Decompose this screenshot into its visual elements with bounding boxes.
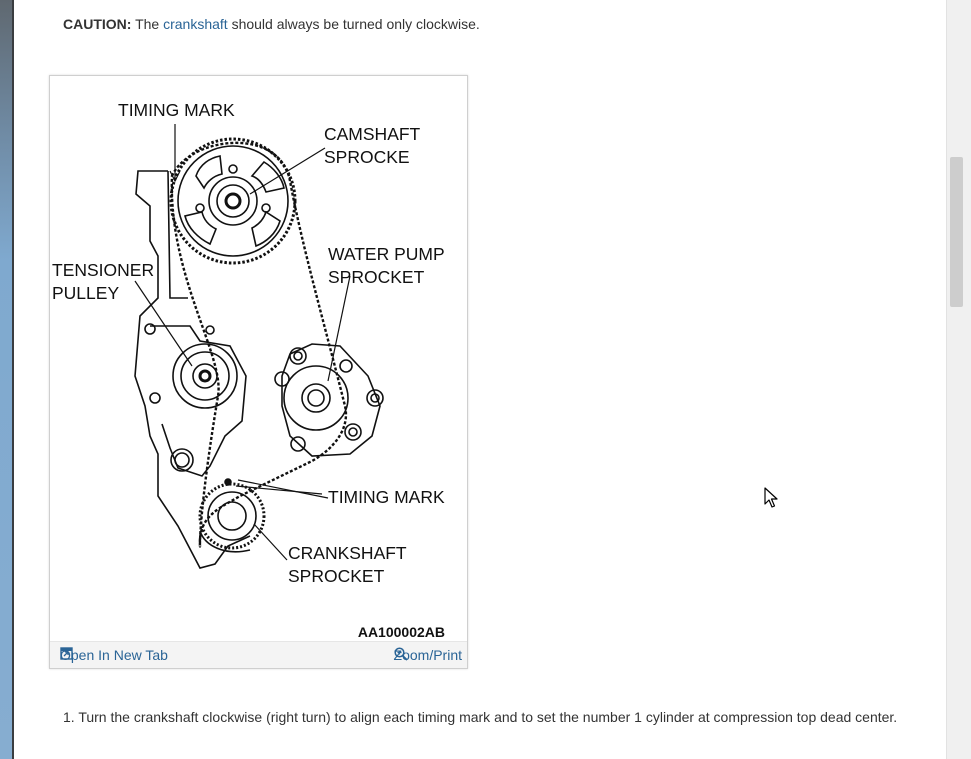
figure-toolbar: Open In New Tab Zoom/Print	[50, 641, 467, 668]
open-in-new-tab-label: Open In New Tab	[60, 647, 168, 663]
engine-block-inner	[167, 170, 188, 299]
content-page: CAUTION: The crankshaft should always be…	[14, 0, 946, 759]
label-tensioner-2: PULLEY	[52, 283, 120, 303]
timing-belt-outer	[170, 141, 348, 548]
label-crankshaft-2: SPROCKET	[288, 566, 385, 586]
new-tab-icon	[60, 647, 73, 660]
step-1-text: 1. Turn the crankshaft clockwise (right …	[63, 709, 898, 725]
camshaft-sprocket	[169, 137, 297, 265]
open-in-new-tab-button[interactable]: Open In New Tab	[60, 647, 168, 663]
label-crankshaft-1: CRANKSHAFT	[288, 543, 407, 563]
tensioner-pulley	[144, 323, 238, 472]
mouse-cursor-icon	[764, 487, 778, 508]
caution-note: CAUTION: The crankshaft should always be…	[63, 16, 480, 32]
engine-block-outline	[134, 170, 251, 569]
window-border	[12, 0, 14, 759]
label-water-pump-1: WATER PUMP	[328, 244, 445, 264]
caution-label: CAUTION:	[63, 16, 132, 32]
tensioner-bracket	[150, 325, 247, 477]
scrollbar-thumb[interactable]	[950, 157, 963, 307]
label-camshaft-2: SPROCKE	[324, 147, 410, 167]
label-timing-mark-bottom: TIMING MARK	[328, 487, 445, 507]
zoom-print-button[interactable]: Zoom/Print	[394, 647, 462, 663]
timing-belt-figure: TIMING MARK CAMSHAFT SPROCKE TENSIONER P…	[49, 75, 468, 669]
caution-text-after: should always be turned only clockwise.	[231, 16, 480, 32]
figure-code: AA100002AB	[357, 624, 445, 640]
zoom-icon	[393, 647, 408, 661]
zoom-print-label: Zoom/Print	[393, 647, 462, 663]
timing-belt-diagram	[134, 124, 384, 569]
window-left-edge	[0, 0, 14, 759]
label-water-pump-2: SPROCKET	[328, 267, 425, 287]
label-timing-mark-top: TIMING MARK	[118, 100, 235, 120]
crankshaft-sprocket	[198, 478, 266, 553]
crankshaft-link[interactable]: crankshaft	[163, 16, 228, 32]
vertical-scrollbar[interactable]	[946, 0, 971, 759]
label-camshaft-1: CAMSHAFT	[324, 124, 421, 144]
label-tensioner-1: TENSIONER	[52, 260, 155, 280]
leader-lines	[134, 124, 351, 561]
caution-text-before: The	[135, 16, 160, 32]
water-pump	[274, 343, 384, 457]
